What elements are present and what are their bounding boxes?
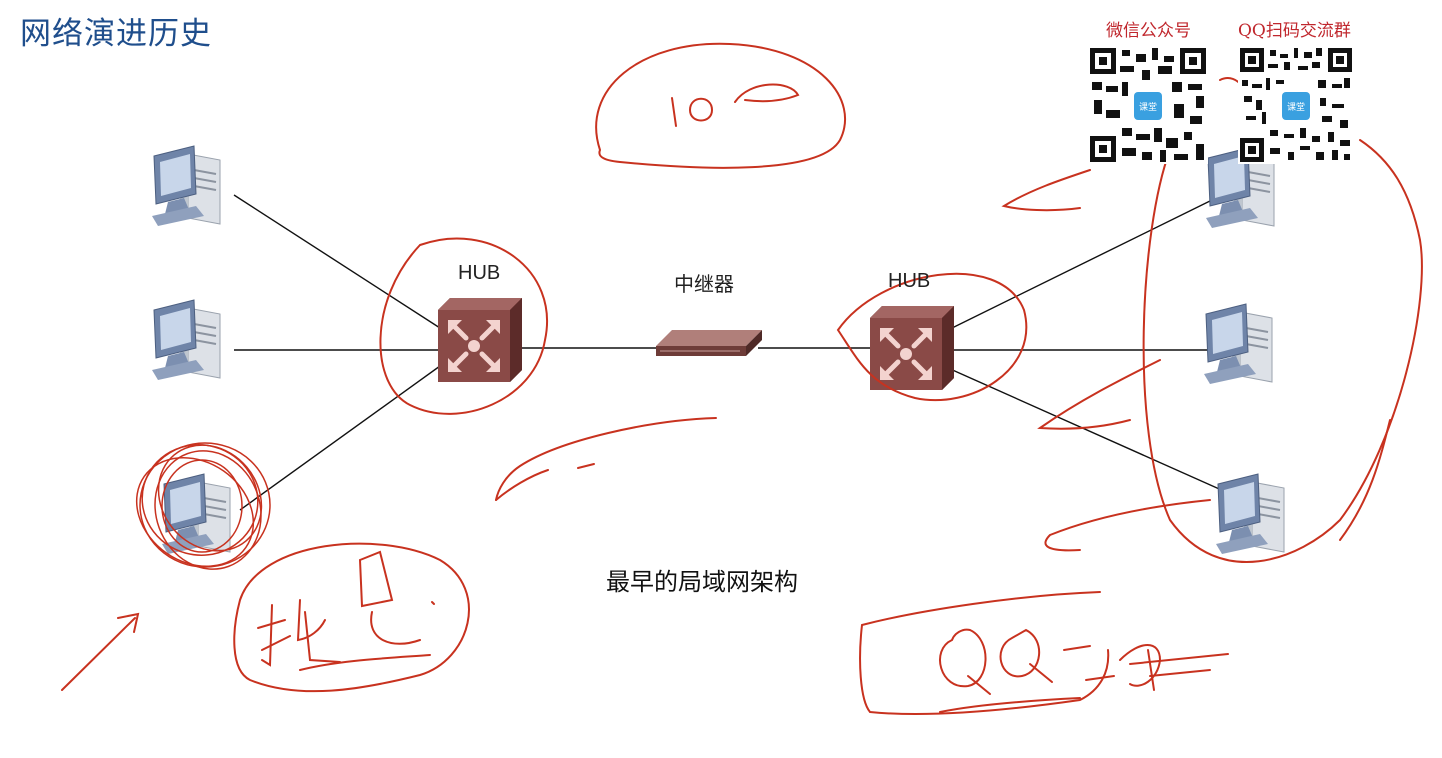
slide-title: 网络演进历史 [20,16,212,52]
diagram-caption: 最早的局域网架构 [606,568,798,596]
pc-icon-left-bottom [161,473,231,555]
pc-icon-left-middle [151,299,221,381]
qq-qr-code [1238,46,1354,164]
wechat-qr-label: 微信公众号 [1106,21,1191,41]
repeater-label: 中继器 [674,272,734,296]
hub-icon-left [438,298,522,382]
hub-left-label: HUB [458,262,501,284]
qq-qr-label: QQ扫码交流群 [1238,21,1351,41]
pc-icon-right-middle [1203,303,1273,385]
annotations [61,42,1423,716]
wechat-qr-badge: 课堂 [1138,103,1157,113]
qq-qr-badge: 课堂 [1286,103,1305,113]
wechat-qr-code [1088,46,1208,164]
hub-icon-right [870,306,954,390]
cables [233,194,1227,511]
repeater-icon [656,330,762,356]
pc-icon-left-top [151,145,221,227]
pc-icon-right-bottom [1215,473,1285,555]
hub-right-label: HUB [888,270,931,292]
